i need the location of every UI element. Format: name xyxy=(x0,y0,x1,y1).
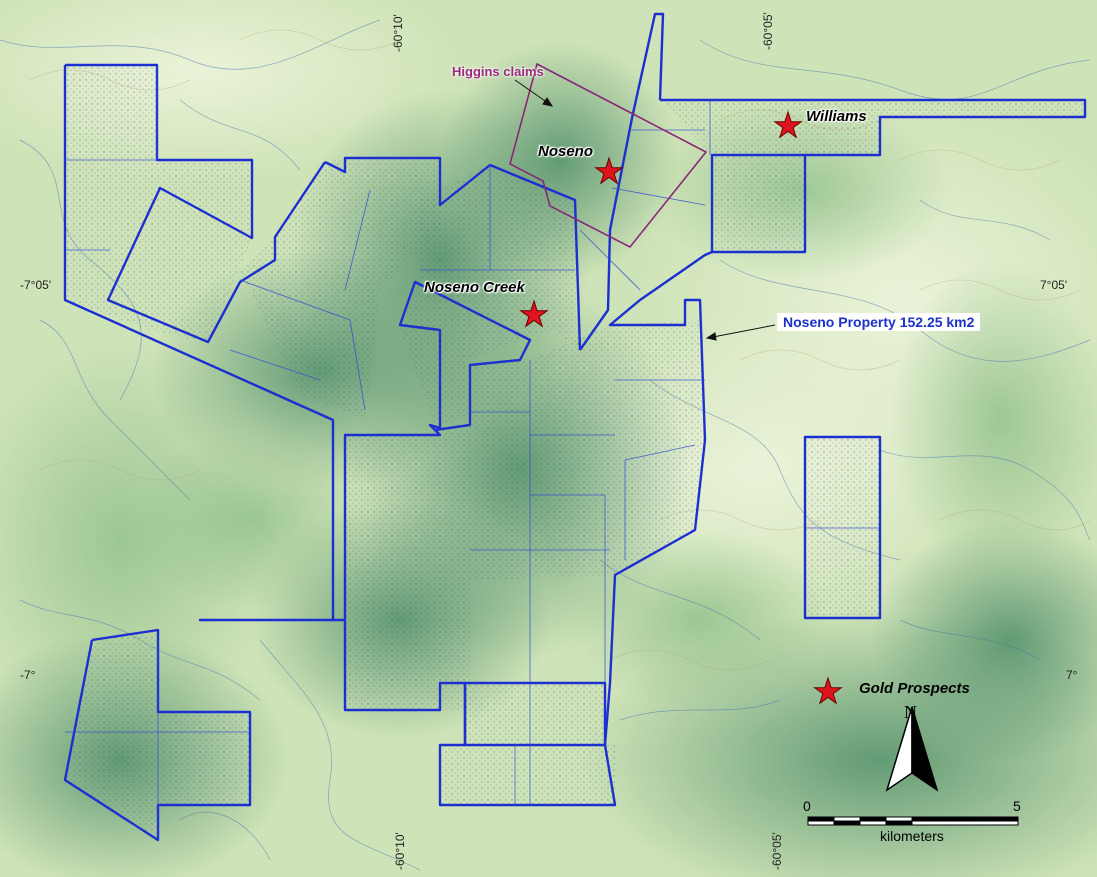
site-label-noseno-creek: Noseno Creek xyxy=(424,279,525,296)
star-noseno-creek xyxy=(519,299,549,328)
lon-label-bottom-right: -60°05' xyxy=(770,832,784,870)
site-label-williams: Williams xyxy=(806,108,867,125)
lat-label-upper-left: -7°05' xyxy=(20,278,52,292)
claim-blocks xyxy=(65,65,1085,840)
lat-label-lower-left: -7° xyxy=(20,668,36,682)
higgins-claims-label: Higgins claims xyxy=(452,64,544,79)
star-noseno xyxy=(594,156,624,185)
property-label: Noseno Property 152.25 km2 xyxy=(777,313,981,331)
star-legend xyxy=(813,676,843,705)
higgins-claims-outline xyxy=(509,62,708,249)
lon-label-top-left: -60°10' xyxy=(391,14,405,52)
scale-bar xyxy=(807,816,1019,826)
lon-label-bottom-left: -60°10' xyxy=(393,832,407,870)
claim-subdivisions xyxy=(65,65,880,840)
lat-label-lower-right: 7° xyxy=(1066,668,1078,682)
north-label: N xyxy=(904,702,917,722)
scale-label-five: 5 xyxy=(1013,798,1021,814)
site-label-noseno: Noseno xyxy=(538,143,594,160)
claim-outlines xyxy=(63,12,1087,842)
scale-unit-label: kilometers xyxy=(880,828,944,844)
scale-label-zero: 0 xyxy=(803,798,811,814)
north-arrow xyxy=(885,706,939,792)
star-williams xyxy=(773,110,803,139)
lat-label-upper-right: 7°05' xyxy=(1040,278,1068,292)
legend-gold-prospects-label: Gold Prospects xyxy=(859,680,970,697)
gold-prospect-stars xyxy=(519,110,843,705)
lon-label-top-right: -60°05' xyxy=(761,12,775,50)
leader-arrows xyxy=(514,79,776,341)
